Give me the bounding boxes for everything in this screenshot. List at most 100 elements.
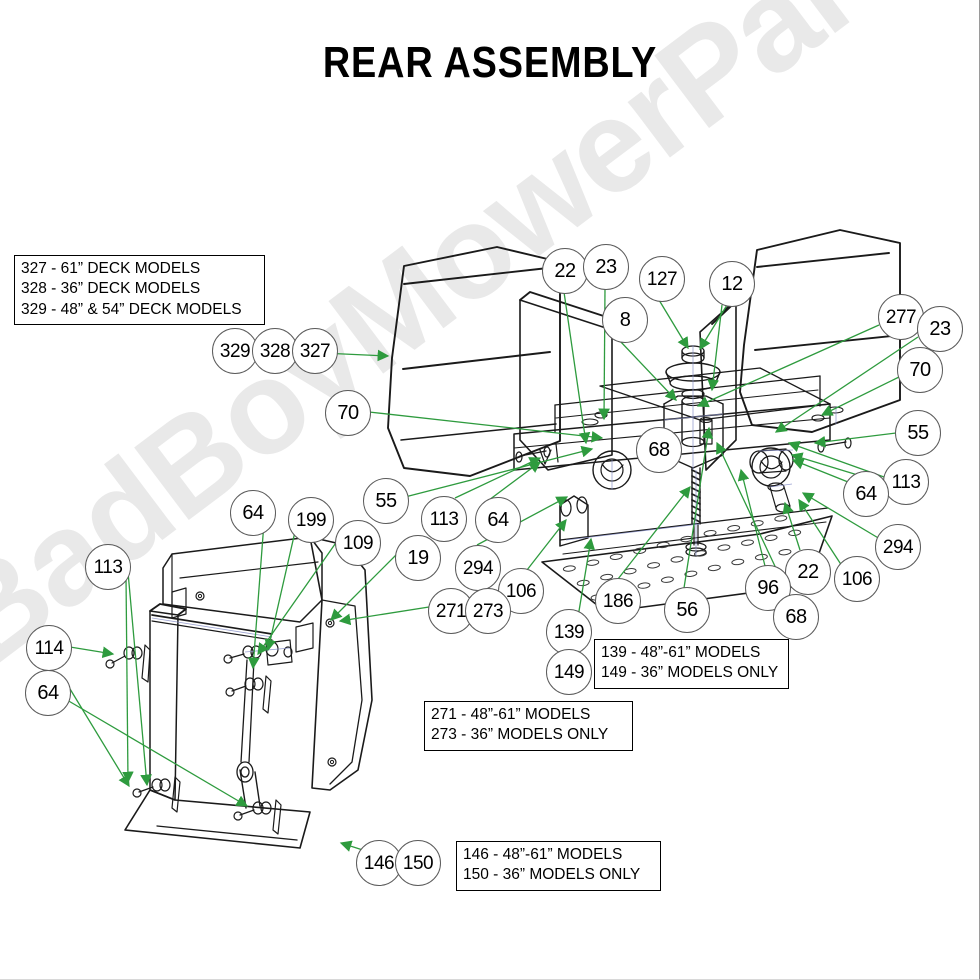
callout-label: 328: [259, 340, 291, 362]
callout-label: 113: [93, 556, 123, 578]
leader-line: [69, 646, 115, 659]
callout-bubble-139[interactable]: 139: [546, 609, 592, 655]
leader-line: [454, 457, 542, 499]
callout-bubble-106-right[interactable]: 106: [834, 556, 880, 602]
legend-line: 271 - 48”-61” MODELS: [431, 706, 591, 723]
models-271-273-legend: 271 - 48”-61” MODELS 273 - 36” MODELS ONL…: [424, 701, 633, 751]
callout-bubble-22-top[interactable]: 22: [542, 248, 588, 294]
callout-bubble-114[interactable]: 114: [26, 625, 72, 671]
callout-label: 8: [619, 309, 631, 331]
leader-line: [683, 426, 714, 589]
leader-line: [619, 340, 677, 401]
leader-line: [526, 518, 567, 571]
leader-line: [257, 526, 348, 656]
callout-bubble-64-right[interactable]: 64: [843, 471, 889, 517]
callout-label: 149: [553, 661, 585, 683]
leader-line: [791, 458, 849, 483]
callout-bubble-64-left2[interactable]: 64: [25, 670, 71, 716]
callout-label: 106: [505, 580, 537, 602]
callout-bubble-64-left[interactable]: 64: [230, 490, 276, 536]
callout-bubble-329[interactable]: 329: [212, 328, 258, 374]
callout-bubble-8[interactable]: 8: [602, 297, 648, 343]
callout-bubble-68-right[interactable]: 68: [773, 594, 819, 640]
legend-line: 150 - 36” MODELS ONLY: [463, 866, 641, 884]
callout-bubble-109[interactable]: 109: [335, 520, 381, 566]
leader-line: [122, 575, 134, 784]
callout-label: 56: [676, 599, 698, 621]
callout-bubble-273[interactable]: 273: [465, 588, 511, 634]
callout-bubble-277[interactable]: 277: [878, 294, 924, 340]
leader-line: [563, 291, 591, 445]
callout-label: 64: [37, 682, 59, 704]
callout-label: 294: [882, 536, 914, 558]
callout-label: 23: [929, 318, 951, 340]
callout-bubble-12[interactable]: 12: [709, 261, 755, 307]
callout-label: 12: [721, 273, 743, 295]
callout-bubble-56[interactable]: 56: [664, 587, 710, 633]
callout-label: 109: [342, 532, 374, 554]
callout-bubble-55-right[interactable]: 55: [895, 410, 941, 456]
callout-label: 23: [595, 256, 617, 278]
leader-line: [66, 699, 249, 807]
callout-bubble-70-right[interactable]: 70: [897, 347, 943, 393]
callout-label: 139: [553, 621, 585, 643]
callout-bubble-149[interactable]: 149: [546, 649, 592, 695]
callout-bubble-23-top[interactable]: 23: [583, 244, 629, 290]
leader-line: [368, 411, 604, 443]
callout-bubble-23-right[interactable]: 23: [917, 306, 963, 352]
callout-label: 70: [337, 402, 359, 424]
callout-label: 294: [462, 557, 494, 579]
callout-bubble-199[interactable]: 199: [288, 497, 334, 543]
callout-label: 127: [646, 268, 678, 290]
leader-line: [696, 324, 880, 408]
leader-line: [782, 501, 801, 551]
callout-bubble-113-right[interactable]: 113: [883, 459, 929, 505]
callout-label: 96: [757, 577, 779, 599]
callout-bubble-55-left[interactable]: 55: [363, 478, 409, 524]
callout-bubble-327[interactable]: 327: [292, 328, 338, 374]
callout-label: 22: [554, 260, 576, 282]
callout-bubble-96[interactable]: 96: [745, 565, 791, 611]
callout-bubble-113-mid[interactable]: 113: [421, 496, 467, 542]
callout-bubble-22-right[interactable]: 22: [785, 549, 831, 595]
callout-label: 277: [885, 306, 917, 328]
leader-line: [707, 304, 723, 392]
callout-bubble-150[interactable]: 150: [395, 840, 441, 886]
callout-label: 186: [602, 590, 634, 612]
leader-line: [330, 548, 403, 621]
leader-line: [404, 445, 594, 498]
legend-line: 327 - 61” DECK MODELS: [21, 260, 201, 277]
leader-line: [127, 571, 152, 787]
callout-bubble-186[interactable]: 186: [595, 578, 641, 624]
callout-label: 150: [402, 852, 434, 874]
page-title: REAR ASSEMBLY: [322, 38, 658, 87]
callout-label: 64: [855, 483, 877, 505]
callout-label: 273: [472, 600, 504, 622]
legend-line: 273 - 36” MODELS ONLY: [431, 726, 609, 744]
callout-label: 19: [407, 547, 429, 569]
leader-line: [658, 299, 689, 350]
callout-label: 22: [797, 561, 819, 583]
callout-bubble-127[interactable]: 127: [639, 256, 685, 302]
legend-line: 329 - 48” & 54” DECK MODELS: [21, 300, 242, 318]
callout-label: 271: [435, 600, 467, 622]
callout-bubble-70-left[interactable]: 70: [325, 390, 371, 436]
callout-label: 329: [219, 340, 251, 362]
callout-bubble-64-mid[interactable]: 64: [475, 497, 521, 543]
callout-bubble-328[interactable]: 328: [252, 328, 298, 374]
callout-label: 68: [785, 606, 807, 628]
callout-label: 146: [363, 852, 395, 874]
callout-bubble-68-mid[interactable]: 68: [636, 427, 682, 473]
callout-label: 327: [299, 340, 331, 362]
callout-bubble-294-right[interactable]: 294: [875, 524, 921, 570]
callout-bubble-19[interactable]: 19: [395, 535, 441, 581]
callout-bubble-113-left[interactable]: 113: [85, 544, 131, 590]
callout-bubble-146[interactable]: 146: [356, 840, 402, 886]
callout-label: 199: [295, 509, 327, 531]
callout-bubble-294-mid[interactable]: 294: [455, 545, 501, 591]
